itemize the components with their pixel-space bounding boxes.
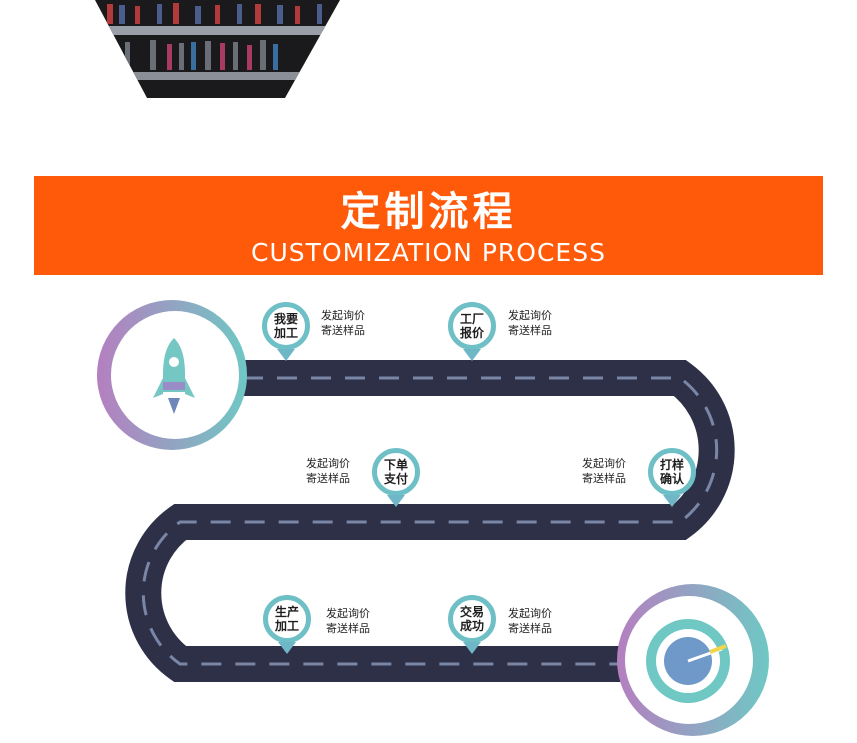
step-2-caption: 发起询价 寄送样品 [508, 309, 552, 337]
step-4-line2: 支付 [383, 472, 408, 486]
rocket-icon [153, 338, 195, 414]
step-pin-5: 生产 加工 [263, 595, 311, 654]
step-pin-6: 交易 成功 [448, 595, 496, 654]
step-3-line1: 打样 [659, 458, 684, 472]
banner-subtitle: CUSTOMIZATION PROCESS [251, 238, 606, 267]
step-1-line2: 加工 [273, 326, 298, 340]
section-banner: 定制流程 CUSTOMIZATION PROCESS [34, 176, 823, 275]
banner-title: 定制流程 [340, 189, 517, 235]
step-pin-3: 打样 确认 [648, 448, 696, 507]
road-dashes [141, 376, 719, 666]
step-6-caption: 发起询价 寄送样品 [508, 607, 552, 635]
step-5-line1: 生产 [274, 605, 299, 619]
step-pin-1: 我要 加工 [262, 302, 310, 361]
product-shelf-photo [95, 0, 340, 98]
step-3-line2: 确认 [659, 472, 684, 486]
step-pin-2: 工厂 报价 [448, 302, 496, 361]
step-2-line1: 工厂 [459, 312, 484, 326]
step-5-line2: 加工 [274, 619, 299, 633]
step-3-caption: 发起询价 寄送样品 [582, 457, 626, 485]
step-1-line1: 我要 [273, 312, 298, 326]
step-6-line2: 成功 [459, 619, 484, 633]
step-4-caption: 发起询价 寄送样品 [306, 457, 350, 485]
target-icon [646, 619, 730, 703]
step-4-line1: 下单 [383, 458, 408, 472]
step-5-caption: 发起询价 寄送样品 [326, 607, 370, 635]
step-1-caption: 发起询价 寄送样品 [321, 309, 365, 337]
step-pin-4: 下单 支付 [372, 448, 420, 507]
step-6-line1: 交易 [459, 605, 484, 619]
step-2-line2: 报价 [459, 326, 484, 340]
